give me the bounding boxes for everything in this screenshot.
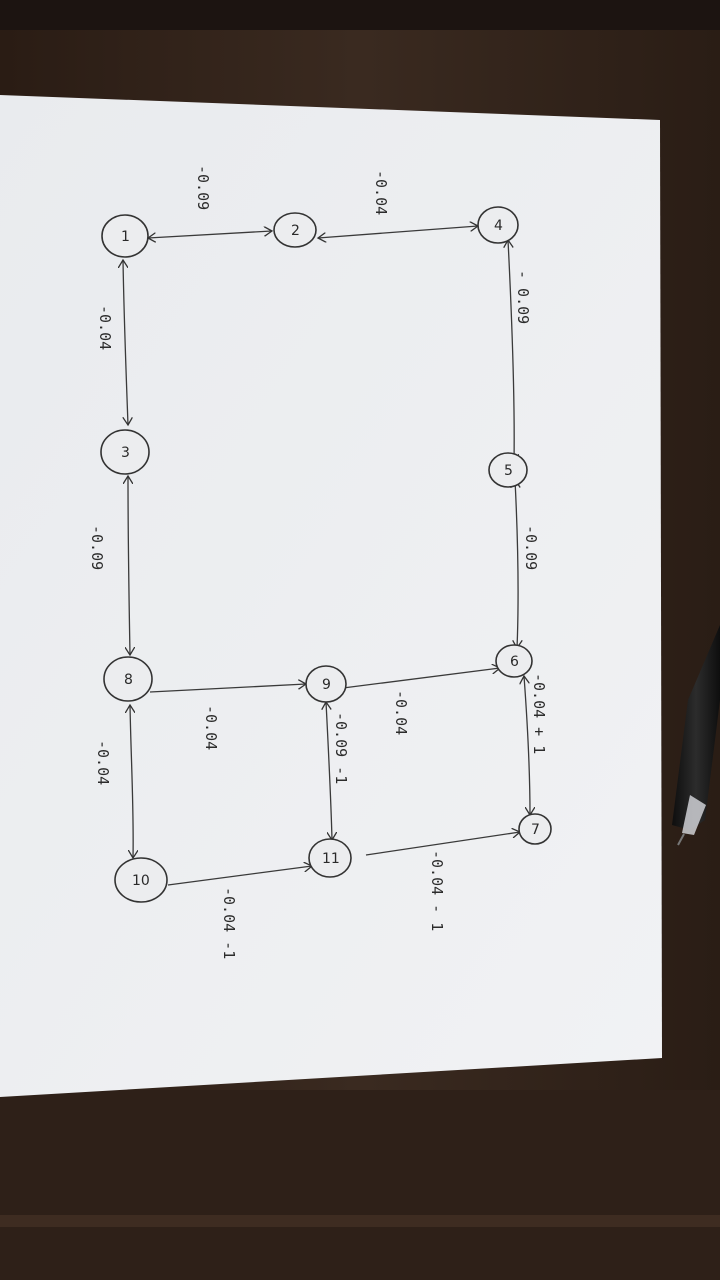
node-3-label: 3 bbox=[121, 445, 130, 461]
node-5-label: 5 bbox=[504, 463, 513, 479]
node-6-label: 6 bbox=[510, 654, 519, 670]
graph-nodes: 1 2 3 4 5 6 7 8 bbox=[100, 206, 552, 903]
node-8-label: 8 bbox=[124, 672, 133, 688]
weight-10-11: -0.04 -1 bbox=[220, 887, 238, 959]
weight-8-9: -0.04 bbox=[202, 705, 220, 750]
weight-1-3: -0.04 bbox=[96, 305, 114, 350]
weight-3-8: -0.09 bbox=[88, 525, 106, 570]
node-1-label: 1 bbox=[121, 229, 130, 245]
node-2-label: 2 bbox=[291, 223, 300, 239]
weight-9-11: -0.09 -1 bbox=[332, 712, 350, 784]
weight-6-7: -0.04 + 1 bbox=[530, 673, 548, 754]
node-3: 3 bbox=[100, 429, 150, 475]
table-front-edge bbox=[0, 1090, 720, 1280]
node-1: 1 bbox=[101, 214, 149, 258]
node-2: 2 bbox=[273, 212, 317, 248]
paper-sheet bbox=[0, 95, 662, 1097]
dark-fabric-edge bbox=[0, 0, 720, 30]
node-10: 10 bbox=[114, 857, 168, 903]
graph-edges bbox=[123, 226, 530, 886]
weight-4-5: - 0.09 bbox=[514, 270, 532, 324]
node-7: 7 bbox=[518, 813, 552, 845]
node-9: 9 bbox=[305, 665, 347, 703]
node-6: 6 bbox=[495, 644, 533, 678]
node-8: 8 bbox=[103, 656, 153, 702]
node-5: 5 bbox=[488, 452, 528, 488]
node-4-label: 4 bbox=[494, 218, 503, 234]
node-11-label: 11 bbox=[322, 851, 340, 867]
node-4: 4 bbox=[477, 206, 519, 244]
table-trim bbox=[0, 1215, 720, 1227]
node-10-label: 10 bbox=[132, 873, 150, 889]
node-9-label: 9 bbox=[322, 677, 331, 693]
weight-1-2: -0.09 bbox=[194, 165, 212, 210]
node-7-label: 7 bbox=[531, 822, 540, 838]
weight-2-4: -0.04 bbox=[372, 170, 390, 215]
edge-weight-labels: - 0.09 -0.04 -0.09 -0.04 -0.09 -0.09 -0.… bbox=[88, 165, 548, 959]
pen bbox=[672, 625, 720, 846]
node-11: 11 bbox=[308, 838, 352, 878]
weight-6-9: -0.04 bbox=[392, 690, 410, 735]
weight-7-11: -0.04 - 1 bbox=[428, 850, 446, 931]
weight-8-10: -0.04 bbox=[94, 740, 112, 785]
weight-5-6: -0.09 bbox=[522, 525, 540, 570]
